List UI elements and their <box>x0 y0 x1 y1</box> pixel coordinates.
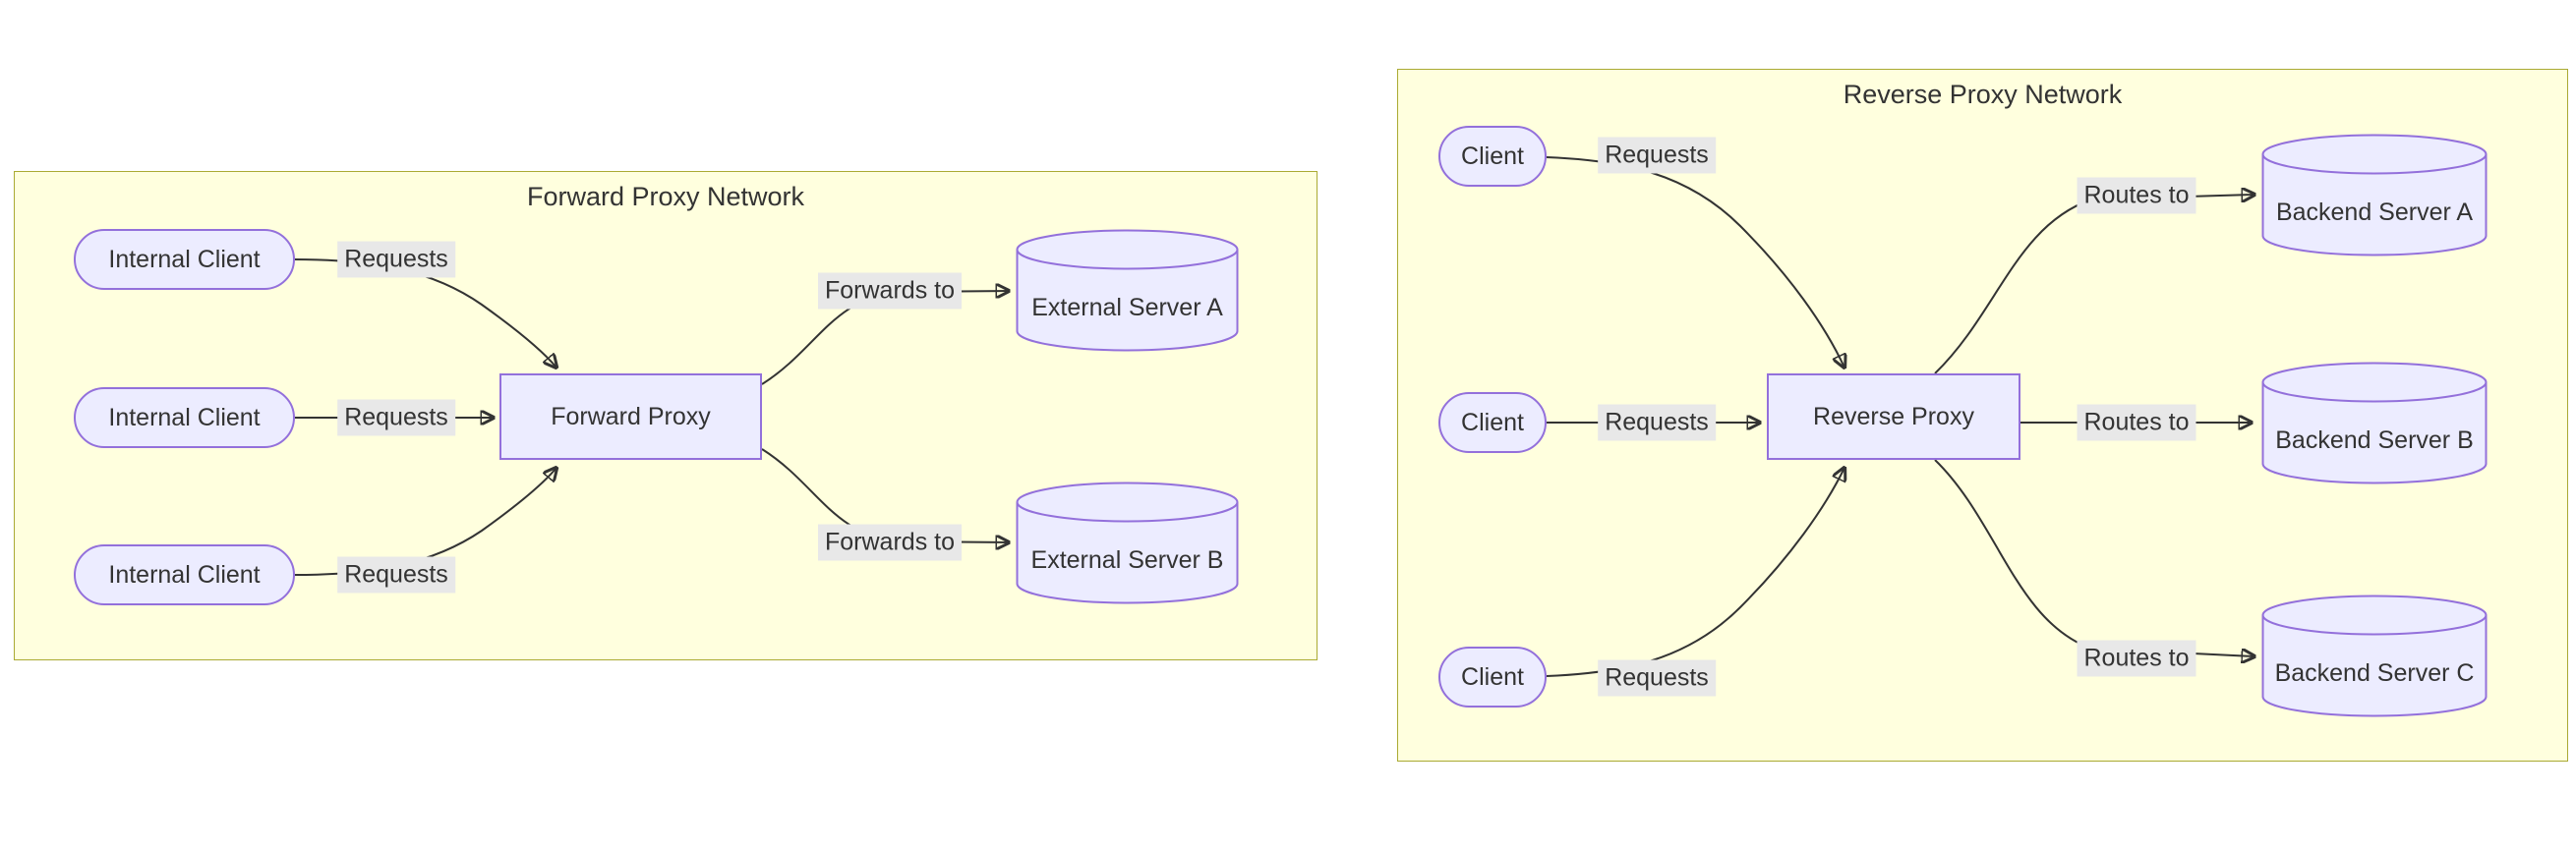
node-backend-server-b: Backend Server B <box>2261 362 2488 484</box>
node-external-server-b-label: External Server B <box>1030 546 1224 574</box>
node-internal-client-3-label: Internal Client <box>108 560 261 589</box>
node-client-1: Client <box>1438 126 1547 187</box>
node-reverse-proxy-label: Reverse Proxy <box>1813 402 1974 430</box>
edge-label-routes-to-b: Routes to <box>2077 404 2196 441</box>
edge-label-requests-1: Requests <box>337 241 455 278</box>
node-backend-server-a: Backend Server A <box>2261 134 2488 256</box>
edge-label-routes-to-a: Routes to <box>2077 177 2196 214</box>
database-cylinder-icon <box>2261 134 2488 256</box>
node-external-server-a-label: External Server A <box>1031 294 1223 321</box>
node-forward-proxy-label: Forward Proxy <box>551 402 711 430</box>
node-reverse-proxy: Reverse Proxy <box>1767 373 2020 460</box>
edge-label-requests-2: Requests <box>337 399 455 436</box>
node-forward-proxy: Forward Proxy <box>499 373 762 460</box>
edge-label-forwards-to-a: Forwards to <box>818 272 962 310</box>
edge-label-routes-to-c: Routes to <box>2077 640 2196 677</box>
node-backend-server-c: Backend Server C <box>2261 595 2488 717</box>
node-external-server-a: External Server A <box>1016 229 1239 352</box>
node-external-server-b: External Server B <box>1016 482 1239 604</box>
node-client-3-label: Client <box>1461 662 1524 691</box>
node-client-2: Client <box>1438 392 1547 453</box>
database-cylinder-icon <box>1016 229 1239 352</box>
edge-label-forwards-to-b: Forwards to <box>818 524 962 561</box>
node-backend-server-c-label: Backend Server C <box>2274 659 2475 687</box>
node-backend-server-a-label: Backend Server A <box>2275 199 2474 226</box>
database-cylinder-icon <box>2261 362 2488 484</box>
node-internal-client-2: Internal Client <box>74 387 295 448</box>
node-client-1-label: Client <box>1461 142 1524 170</box>
reverse-proxy-network-title: Reverse Proxy Network <box>1843 80 2123 109</box>
node-internal-client-1-label: Internal Client <box>108 245 261 273</box>
database-cylinder-icon <box>2261 595 2488 717</box>
node-internal-client-3: Internal Client <box>74 544 295 605</box>
edge-label-requests-r2: Requests <box>1598 404 1716 441</box>
edge-label-requests-r1: Requests <box>1598 137 1716 174</box>
edge-label-requests-3: Requests <box>337 556 455 594</box>
node-internal-client-1: Internal Client <box>74 229 295 290</box>
node-internal-client-2-label: Internal Client <box>108 403 261 431</box>
edge-label-requests-r3: Requests <box>1598 659 1716 697</box>
node-client-2-label: Client <box>1461 408 1524 436</box>
database-cylinder-icon <box>1016 482 1239 604</box>
forward-proxy-network-title: Forward Proxy Network <box>526 182 805 211</box>
node-client-3: Client <box>1438 647 1547 708</box>
node-backend-server-b-label: Backend Server B <box>2275 426 2474 454</box>
